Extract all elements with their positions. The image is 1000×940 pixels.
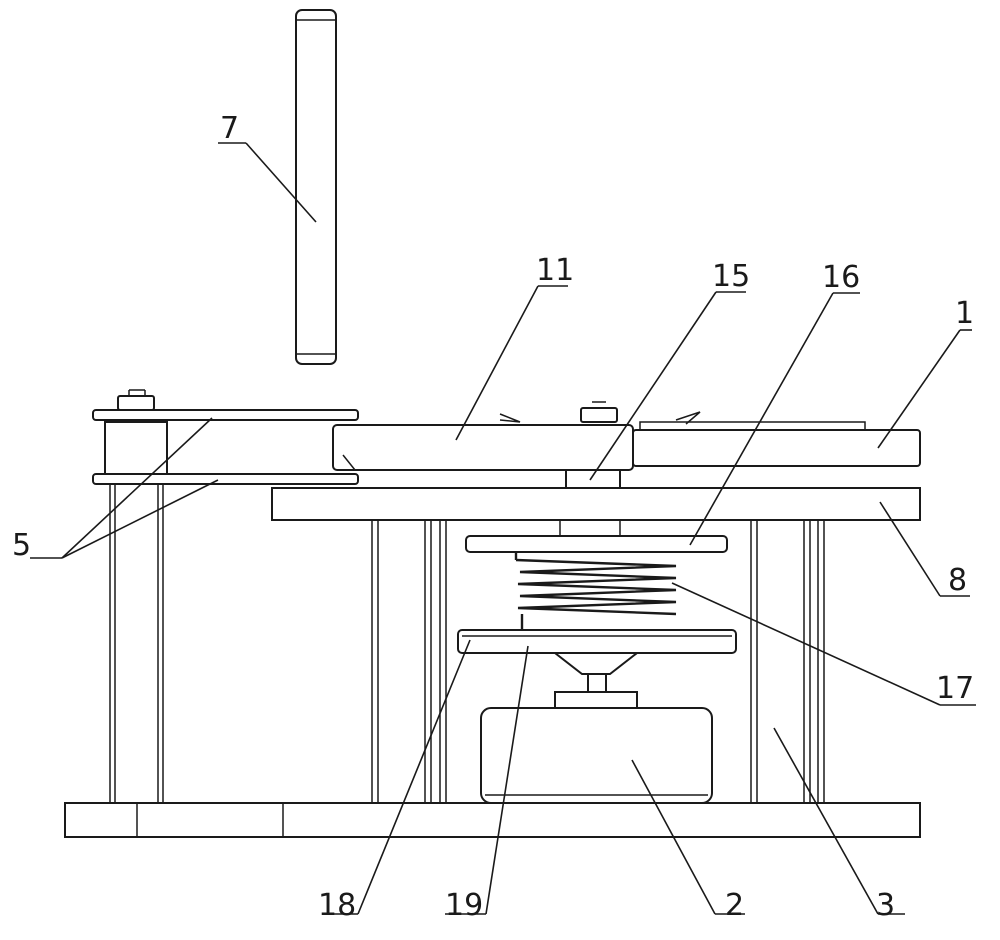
motor	[480, 652, 713, 804]
member-1	[632, 411, 921, 467]
label-19: 19	[445, 888, 483, 923]
table-plate	[271, 487, 921, 521]
label-2: 2	[725, 888, 744, 923]
label-17: 17	[936, 671, 974, 706]
member-11	[332, 401, 634, 471]
rod	[295, 9, 337, 365]
label-5: 5	[12, 528, 31, 563]
frame-supports	[371, 520, 825, 803]
label-15: 15	[712, 259, 750, 294]
base-plate	[64, 802, 921, 838]
label-18: 18	[318, 888, 356, 923]
lower-plate	[457, 629, 737, 654]
spring	[514, 552, 677, 630]
label-16: 16	[822, 260, 860, 295]
label-8: 8	[948, 563, 967, 598]
label-11: 11	[536, 253, 574, 288]
callout-labels: 7 11 15 16 1 5 8 17 18 19 2 3	[12, 111, 974, 923]
label-7: 7	[220, 111, 239, 146]
label-3: 3	[876, 888, 895, 923]
leader-lines	[30, 142, 976, 915]
lever-arms	[92, 389, 359, 485]
upper-spring-plate	[465, 520, 728, 553]
label-1: 1	[955, 296, 974, 331]
